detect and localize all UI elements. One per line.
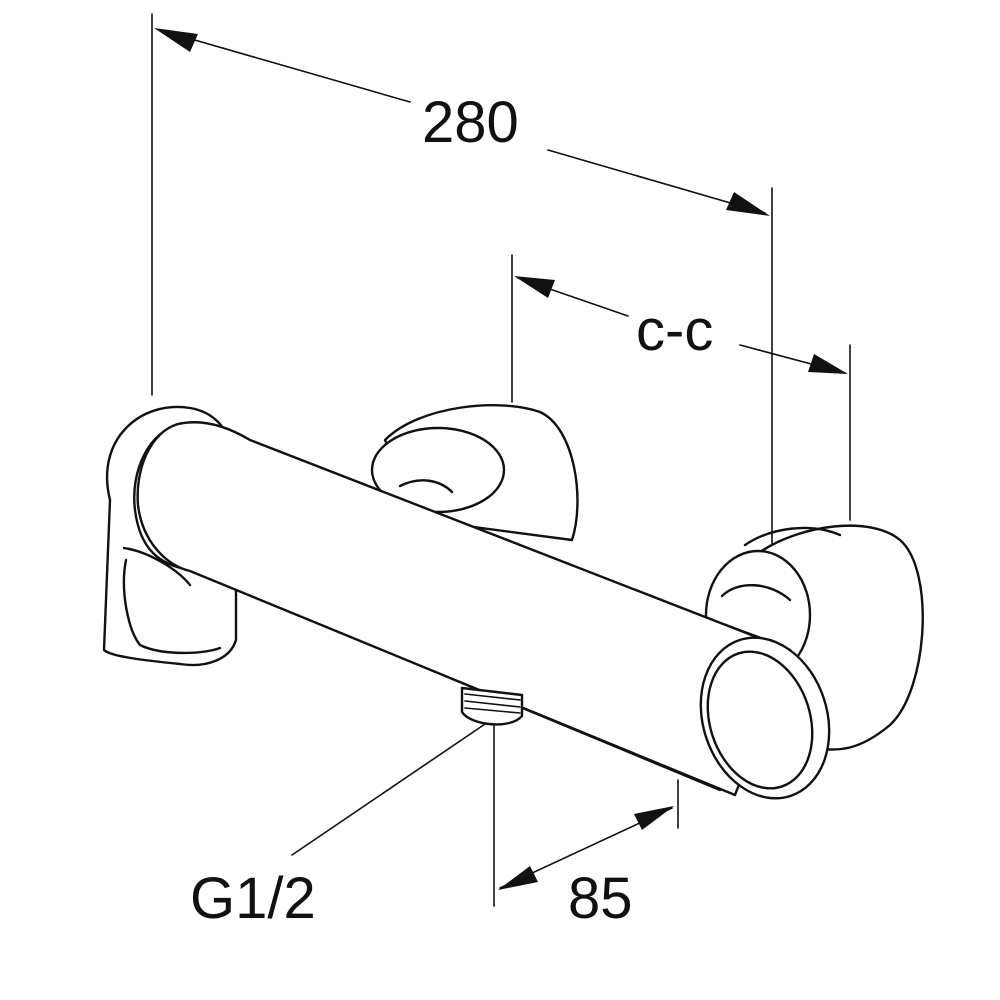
arrowhead-85-right bbox=[634, 806, 674, 830]
leader-line-g12 bbox=[291, 721, 489, 856]
arrowhead-85-left bbox=[498, 866, 538, 890]
dimension-label-cc: c-c bbox=[636, 298, 713, 363]
arrowhead-cc-left bbox=[514, 276, 555, 298]
dimension-85: 85 bbox=[498, 806, 674, 931]
spout-face-inner bbox=[706, 650, 814, 790]
spout-face bbox=[699, 636, 831, 800]
dimension-line-280-right bbox=[547, 149, 766, 214]
dimension-280: 280 bbox=[154, 28, 770, 216]
arrowhead-cc-right bbox=[808, 354, 848, 374]
arrowhead-280-right bbox=[726, 192, 770, 216]
spout-end bbox=[699, 636, 831, 800]
dimension-label-280: 280 bbox=[422, 90, 519, 155]
dimension-line-280-left bbox=[159, 29, 411, 103]
arrowhead-280-left bbox=[154, 28, 198, 52]
thread-callout: G1/2 bbox=[190, 721, 489, 931]
thread-label-g12: G1/2 bbox=[190, 866, 316, 931]
faucet-body bbox=[102, 404, 924, 800]
left-wall-eccentric bbox=[370, 404, 579, 542]
dimension-label-85: 85 bbox=[568, 866, 633, 931]
outlet-thread bbox=[460, 686, 524, 726]
main-cylinder bbox=[133, 421, 792, 797]
dimension-cc: c-c bbox=[514, 276, 848, 374]
